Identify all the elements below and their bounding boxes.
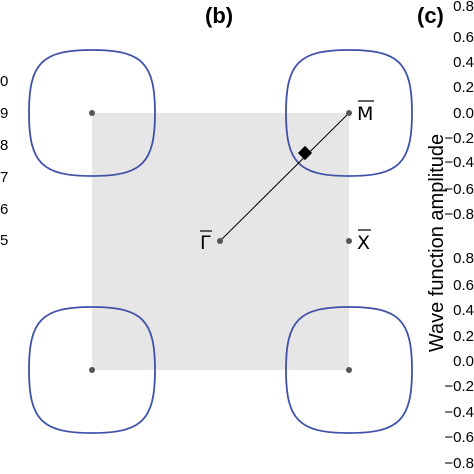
right-axis-title: Wave function amplitude <box>426 134 448 352</box>
fermi-contours <box>28 49 413 434</box>
m-point <box>346 110 352 116</box>
x-label-group: X <box>357 229 371 254</box>
left-tick: 7 <box>0 169 8 186</box>
right-tick: −0.2 <box>444 130 474 147</box>
fermi-contour-bottom-left <box>28 306 156 434</box>
right-tick: 0.6 <box>453 277 474 294</box>
left-tick: 6 <box>0 201 8 218</box>
left-tick: 0 <box>0 73 8 90</box>
fermi-contour-top-right <box>285 49 413 177</box>
left-tick: 9 <box>0 105 8 122</box>
right-axis-lower-ticks: 0.8 0.6 0.4 0.2 0.0 −0.2 −0.4 −0.6 −0.8 <box>444 250 474 472</box>
right-tick: 0.4 <box>453 302 474 319</box>
right-tick: 0.6 <box>453 29 474 46</box>
left-axis-ticks: 0 9 8 7 6 5 <box>0 73 8 249</box>
fermi-crossing-marker <box>297 145 313 161</box>
gamma-m-path <box>219 112 350 242</box>
corner-point-top-left <box>89 110 95 116</box>
right-tick: −0.2 <box>444 378 474 395</box>
gamma-label: Γ <box>200 232 211 254</box>
corner-point-bottom-right <box>346 367 352 373</box>
left-tick: 5 <box>0 232 8 249</box>
fermi-contour-top-left <box>28 49 156 177</box>
right-tick: 0.8 <box>453 250 474 267</box>
gamma-label-group: Γ <box>200 230 212 254</box>
right-tick: −0.4 <box>444 404 474 421</box>
right-tick: 0.0 <box>453 353 474 370</box>
high-symmetry-points <box>89 110 352 373</box>
right-tick: −0.8 <box>444 206 474 223</box>
right-tick: 0.2 <box>453 328 474 345</box>
corner-point-bottom-left <box>89 367 95 373</box>
x-point <box>346 238 352 244</box>
right-axis-upper-ticks: 0.8 0.6 0.4 0.2 0.0 −0.2 −0.4 −0.6 −0.8 <box>444 0 474 223</box>
right-tick: 0.0 <box>453 105 474 122</box>
right-tick: 0.2 <box>453 79 474 96</box>
right-tick: −0.8 <box>444 455 474 472</box>
right-tick: −0.6 <box>444 181 474 198</box>
m-label-group: M <box>357 100 374 125</box>
left-tick: 8 <box>0 137 8 154</box>
x-label: X <box>357 232 370 254</box>
right-tick: −0.6 <box>444 429 474 446</box>
panel-b-label: (b) <box>205 3 233 28</box>
fermi-contour-bottom-right <box>285 306 413 434</box>
panel-c-label: (c) <box>417 3 444 28</box>
gamma-point <box>217 238 223 244</box>
right-tick: 0.8 <box>453 0 474 15</box>
right-tick: 0.4 <box>453 54 474 71</box>
right-tick: −0.4 <box>444 154 474 171</box>
m-label: M <box>357 103 373 125</box>
